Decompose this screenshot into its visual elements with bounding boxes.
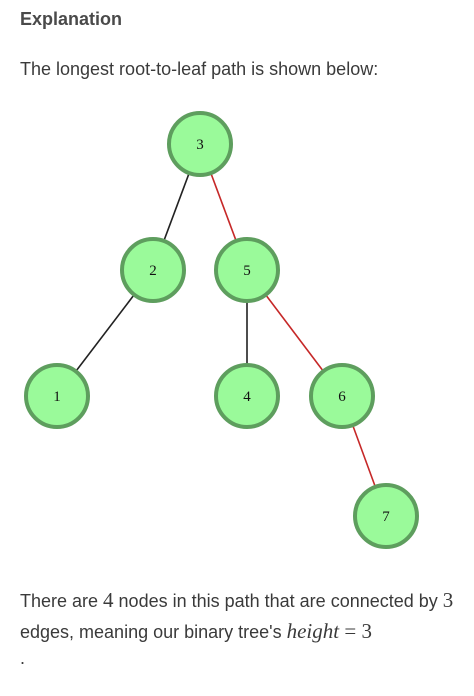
tree-node-circle: [24, 363, 90, 429]
tree-node-label: 6: [338, 389, 346, 405]
conclusion-text: There are 4 nodes in this path that are …: [20, 585, 460, 647]
tree-nodes: 3 2 5 1 4 6 7: [24, 111, 419, 549]
tree-node-circle: [353, 483, 419, 549]
tree-edge-2-1: [75, 294, 135, 372]
tree-edge-3-2: [163, 172, 190, 242]
tree-node-label: 4: [243, 389, 251, 405]
tree-node-circle: [167, 111, 233, 177]
tree-node-2: 2: [120, 237, 186, 303]
height-variable: height: [286, 619, 340, 643]
height-value: 3: [361, 619, 372, 643]
edge-count: 3: [442, 588, 454, 612]
tree-node-label: 7: [382, 509, 390, 525]
trailing-period: .: [20, 648, 26, 668]
tree-node-1: 1: [24, 363, 90, 429]
tree-node-7: 7: [353, 483, 419, 549]
tree-node-label: 3: [196, 137, 204, 153]
conclusion-part-2: nodes in this path that are connected by: [113, 591, 443, 611]
tree-edge-6-7: [351, 424, 377, 488]
conclusion-part-1: There are: [20, 591, 104, 611]
tree-node-6: 6: [309, 363, 375, 429]
tree-node-circle: [214, 363, 280, 429]
binary-tree-diagram: 3 2 5 1 4 6 7: [24, 111, 419, 549]
tree-node-label: 2: [149, 263, 157, 279]
equals-sign: =: [339, 619, 362, 643]
intro-text: The longest root-to-leaf path is shown b…: [20, 59, 379, 79]
tree-node-circle: [120, 237, 186, 303]
node-count: 4: [103, 588, 114, 612]
tree-edge-5-6: [265, 294, 324, 372]
tree-node-label: 1: [53, 389, 61, 405]
section-heading: Explanation: [20, 9, 123, 29]
tree-node-circle: [214, 237, 280, 303]
tree-node-3: 3: [167, 111, 233, 177]
tree-node-4: 4: [214, 363, 280, 429]
tree-node-circle: [309, 363, 375, 429]
tree-edge-3-5: [210, 172, 237, 242]
tree-node-5: 5: [214, 237, 280, 303]
tree-edges: [75, 172, 377, 488]
tree-node-label: 5: [243, 263, 251, 279]
conclusion-part-3: edges, meaning our binary tree's: [20, 622, 287, 642]
